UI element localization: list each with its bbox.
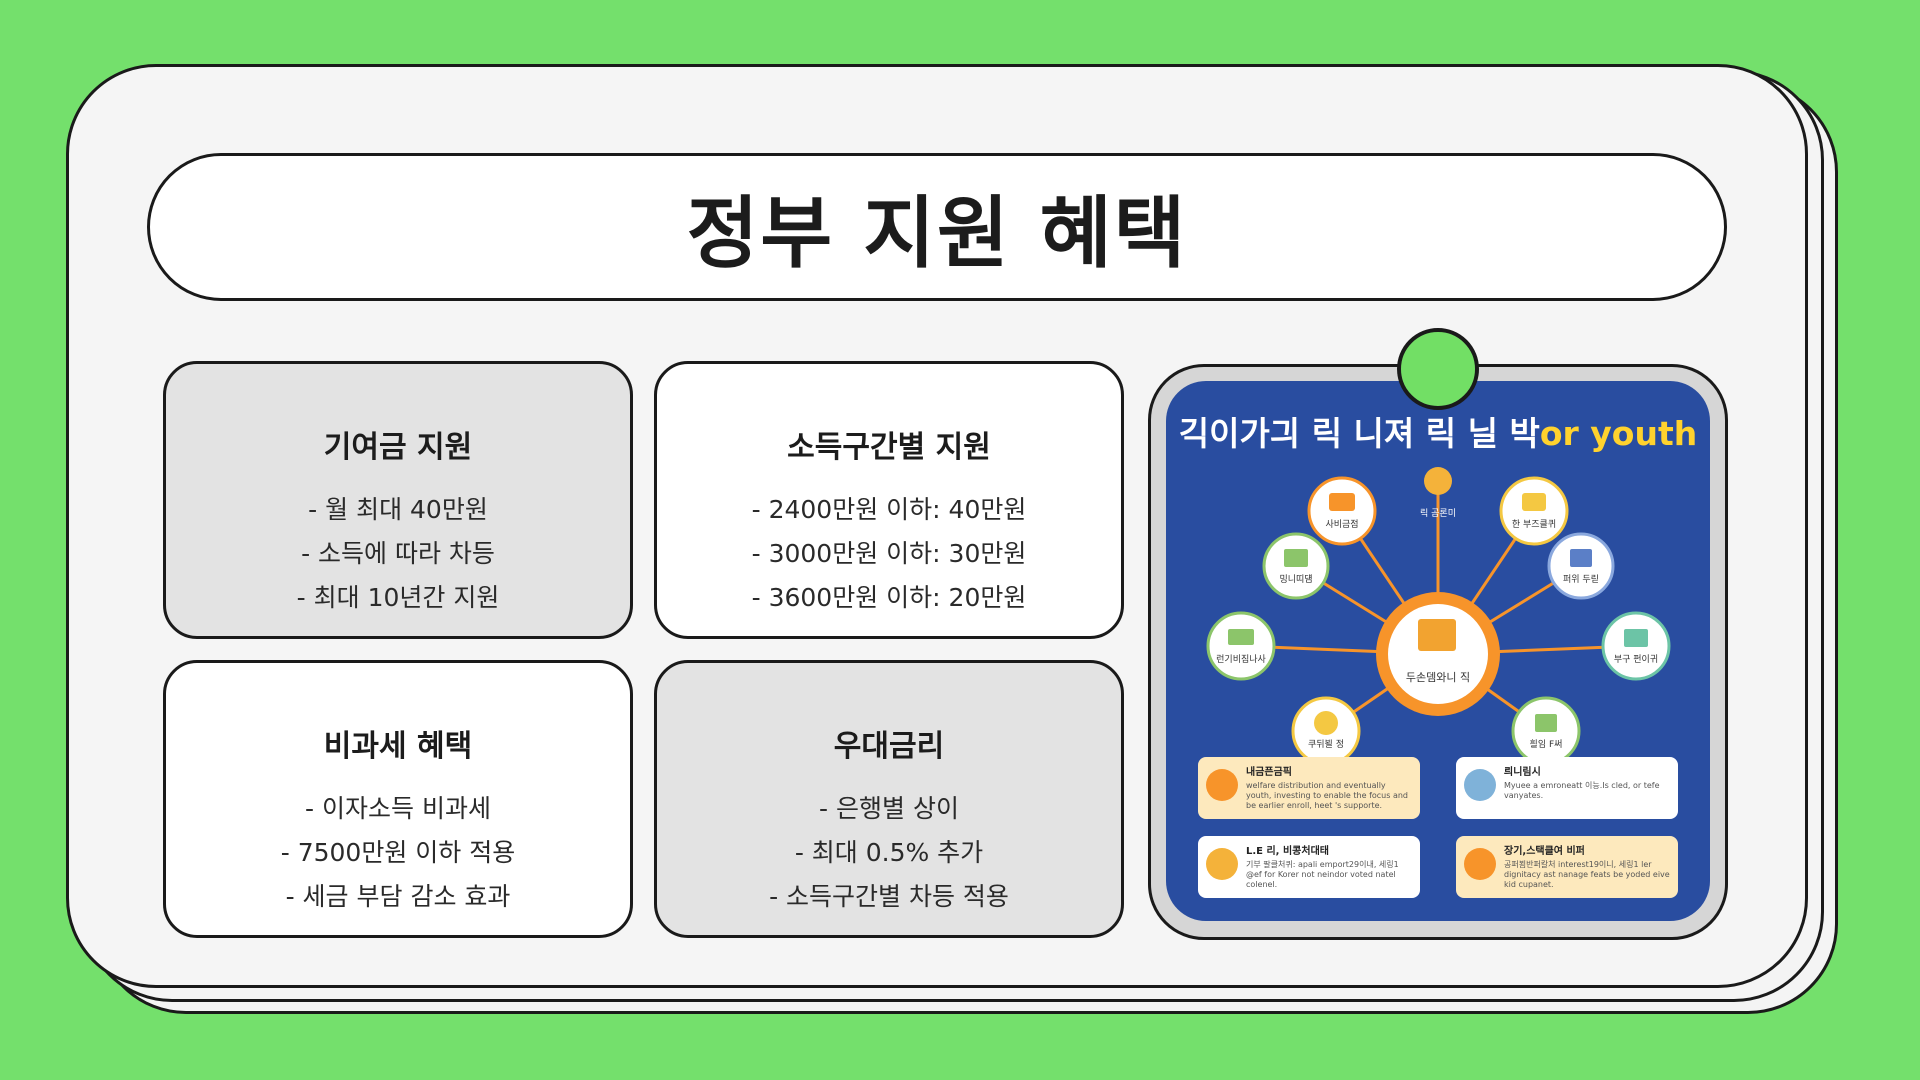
youth-infographic: 긱이가긔 릭 니져 릭 닐 박or youth 두손뎀와니 직 사비금점 릭 곰 bbox=[1166, 381, 1710, 921]
benefit-item: - 2400만원 이하: 40만원 bbox=[751, 495, 1027, 524]
benefit-item: - 세금 부담 감소 효과 bbox=[285, 882, 511, 911]
benefit-item: - 3600만원 이하: 20만원 bbox=[751, 583, 1027, 612]
diagram-node: 사비금점 bbox=[1307, 476, 1377, 546]
hub-box-icon bbox=[1418, 619, 1456, 651]
infographic-diagram: 두손뎀와니 직 사비금점 릭 곰론미 한 부즈클퀴 밍니띠덈 퍼위 두릳 bbox=[1206, 467, 1671, 766]
node-label: 한 부즈클퀴 bbox=[1512, 519, 1556, 530]
benefit-item: - 최대 0.5% 추가 bbox=[794, 838, 984, 867]
cash-icon bbox=[1228, 629, 1254, 645]
poster-title: 긱이가긔 릭 니져 릭 닐 박or youth bbox=[1166, 407, 1710, 455]
truck-icon bbox=[1522, 493, 1546, 511]
benefit-card-income-bracket: 소득구간별 지원 - 2400만원 이하: 40만원 - 3000만원 이하: … bbox=[654, 361, 1124, 639]
benefit-item: - 월 최대 40만원 bbox=[308, 495, 488, 524]
piggy-bank-icon bbox=[1464, 848, 1496, 880]
node-label: 런기비짐나사 bbox=[1216, 654, 1266, 665]
diagram-node: 쿠뒤뵐 정 bbox=[1291, 696, 1361, 766]
diagram-node: 릭 곰론미 bbox=[1420, 467, 1456, 519]
bar-chart-icon bbox=[1284, 549, 1308, 567]
info-card-heading: 내금픈금픽 bbox=[1246, 767, 1292, 778]
info-card: 내금픈금픽 welfare distribution and eventuall… bbox=[1198, 757, 1420, 819]
pin-icon bbox=[1397, 328, 1479, 410]
diagram-node: 런기비짐나사 bbox=[1206, 611, 1276, 681]
benefit-card-preferential-rate: 우대금리 - 은행별 상이 - 최대 0.5% 추가 - 소득구간별 차등 적용 bbox=[654, 660, 1124, 938]
student-icon bbox=[1206, 848, 1238, 880]
benefit-card-heading: 기여금 지원 bbox=[323, 430, 473, 465]
benefit-item: - 소득구간별 차등 적용 bbox=[769, 882, 1009, 911]
hub-label: 두손뎀와니 직 bbox=[1406, 671, 1470, 684]
person-icon bbox=[1206, 769, 1238, 801]
coin-icon bbox=[1314, 711, 1338, 735]
wallet-icon bbox=[1329, 493, 1355, 511]
benefit-item: - 소득에 따라 차등 bbox=[301, 539, 495, 568]
monitor-icon bbox=[1624, 629, 1648, 647]
benefit-card-tax-exempt: 비과세 혜택 - 이자소득 비과세 - 7500만원 이하 적용 - 세금 부담… bbox=[163, 660, 633, 938]
node-label: 릭 곰론미 bbox=[1420, 507, 1456, 519]
diagram-node: 퍼위 두릳 bbox=[1547, 532, 1615, 600]
poster-title-highlight: or youth bbox=[1539, 414, 1698, 453]
benefit-card-list: - 월 최대 40만원 - 소득에 따라 차등 - 최대 10년간 지원 bbox=[297, 488, 500, 620]
node-label: 사비금점 bbox=[1325, 518, 1358, 530]
hand-coin-icon bbox=[1464, 769, 1496, 801]
node-label: 흴임 F써 bbox=[1530, 738, 1563, 750]
benefit-item: - 은행별 상이 bbox=[819, 794, 959, 823]
diagram-node: 밍니띠덈 bbox=[1262, 532, 1330, 600]
info-card-heading: 장기,스택클여 비퍼 bbox=[1504, 846, 1585, 857]
page-title: 정부 지원 혜택 bbox=[686, 189, 1188, 279]
node-label: 퍼위 두릳 bbox=[1563, 573, 1599, 585]
info-card-text: welfare distribution and eventually yout… bbox=[1246, 781, 1409, 810]
benefit-card-list: - 이자소득 비과세 - 7500만원 이하 적용 - 세금 부담 감소 효과 bbox=[281, 787, 516, 919]
diagram-node: 부구 펀이귀 bbox=[1601, 611, 1671, 681]
benefit-card-heading: 비과세 혜택 bbox=[323, 729, 473, 764]
info-card: 릐니림시 Myuee a emroneatt 이능.Is cled, or te… bbox=[1456, 757, 1678, 819]
title-banner: 정부 지원 혜택 bbox=[147, 153, 1727, 301]
info-card: L.E 리, 비콩처대태 기부 팔클처퀴: apali emport29이내, … bbox=[1198, 836, 1420, 898]
building-icon bbox=[1570, 549, 1592, 567]
diagram-node: 한 부즈클퀴 bbox=[1499, 476, 1569, 546]
benefit-card-heading: 우대금리 bbox=[833, 729, 945, 764]
info-card-heading: L.E 리, 비콩처대태 bbox=[1246, 846, 1329, 857]
info-card-text: Myuee a emroneatt 이능.Is cled, or tefe va… bbox=[1504, 781, 1660, 800]
document-icon bbox=[1535, 714, 1557, 732]
info-card-text: 기부 팔클처퀴: apali emport29이내, 세링1 @ef for K… bbox=[1246, 860, 1399, 889]
benefit-card-contribution: 기여금 지원 - 월 최대 40만원 - 소득에 따라 차등 - 최대 10년간… bbox=[163, 361, 633, 639]
benefit-item: - 7500만원 이하 적용 bbox=[280, 838, 516, 867]
poster-title-text: 긱이가긔 릭 니져 릭 닐 박 bbox=[1178, 414, 1540, 453]
info-card-heading: 릐니림시 bbox=[1504, 767, 1541, 778]
info-card: 장기,스택클여 비퍼 공퍼뵘반퍼칼처 interest19이니, 세링1 ler… bbox=[1456, 836, 1678, 898]
benefit-card-list: - 2400만원 이하: 40만원 - 3000만원 이하: 30만원 - 36… bbox=[752, 488, 1027, 620]
mascot-icon bbox=[1424, 467, 1452, 495]
benefit-card-heading: 소득구간별 지원 bbox=[787, 430, 991, 465]
node-label: 밍니띠덈 bbox=[1279, 574, 1312, 585]
diagram-node: 흴임 F써 bbox=[1511, 696, 1581, 766]
info-card-text: 공퍼뵘반퍼칼처 interest19이니, 세링1 ler dignitacy … bbox=[1504, 860, 1670, 889]
hub-inner bbox=[1388, 604, 1488, 704]
benefit-item: - 최대 10년간 지원 bbox=[296, 583, 500, 612]
benefit-card-list: - 은행별 상이 - 최대 0.5% 추가 - 소득구간별 차등 적용 bbox=[769, 787, 1009, 919]
node-label: 부구 펀이귀 bbox=[1614, 654, 1658, 665]
node-label: 쿠뒤뵐 정 bbox=[1308, 738, 1344, 750]
benefit-item: - 이자소득 비과세 bbox=[305, 794, 491, 823]
benefit-item: - 3000만원 이하: 30만원 bbox=[751, 539, 1027, 568]
